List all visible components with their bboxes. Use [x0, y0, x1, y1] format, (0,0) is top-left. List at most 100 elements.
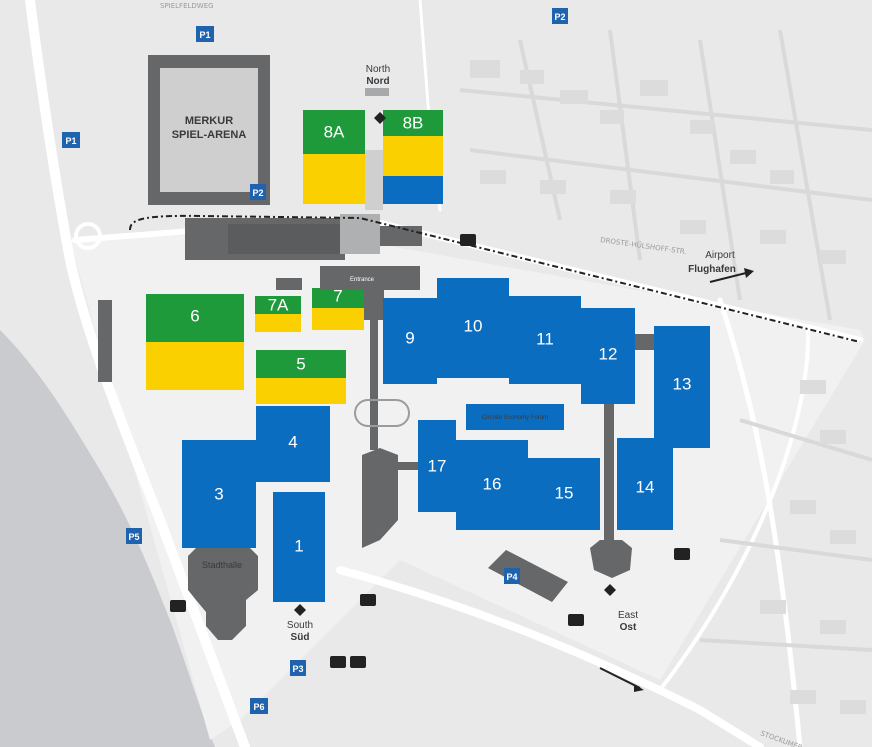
arena-name-line2: SPIEL-ARENA	[172, 129, 247, 141]
east-entrance-icon	[604, 584, 616, 596]
hall-8b-lower	[383, 176, 443, 204]
svg-text:P1: P1	[65, 136, 76, 146]
hall-7[interactable]	[312, 288, 364, 308]
parking-p4[interactable]: P4	[504, 568, 520, 584]
forum-label: Circular Economy Forum	[482, 415, 548, 421]
hall-3[interactable]	[182, 440, 256, 548]
parking-p1-left[interactable]: P1	[62, 132, 80, 148]
hall-7a-label: 7A	[268, 296, 289, 315]
east-road-arrow-head	[634, 684, 644, 692]
parking-p5[interactable]: P5	[126, 528, 142, 544]
hall-6-lower	[146, 342, 244, 390]
hall-7-lower	[312, 308, 364, 330]
hall-7a-lower	[255, 314, 301, 332]
hall-11[interactable]	[509, 296, 581, 384]
hall-17-label: 17	[428, 457, 447, 476]
hall-4[interactable]	[256, 406, 330, 482]
east-road-arrow-icon	[599, 667, 641, 689]
hall-14-label: 14	[636, 478, 655, 497]
svg-text:P6: P6	[253, 702, 264, 712]
hall-8a-label: 8A	[324, 123, 345, 142]
hall-10-label: 10	[464, 317, 483, 336]
arena-inner	[160, 68, 258, 192]
circular-economy-forum[interactable]	[466, 404, 564, 430]
airport-label-en: Airport	[705, 250, 735, 261]
svg-text:P2: P2	[252, 188, 263, 198]
hall-12[interactable]	[581, 308, 635, 404]
entrance-small-label: Entrance	[350, 277, 375, 283]
svg-text:P4: P4	[506, 572, 517, 582]
north-entrance-icon	[374, 112, 386, 124]
west-building	[98, 300, 112, 382]
arena-name-line1: MERKUR	[185, 115, 233, 127]
hall-5-lower	[256, 378, 346, 404]
central-corridor	[370, 320, 378, 450]
south-label-de: Süd	[291, 632, 310, 643]
central-building	[362, 448, 398, 548]
hall-12-label: 12	[599, 345, 618, 364]
hall-5[interactable]	[256, 350, 346, 378]
airport-rail-line	[129, 214, 861, 343]
south-entrance-icon	[294, 604, 306, 616]
hall-9[interactable]	[383, 298, 437, 384]
east-label-de: Ost	[620, 622, 637, 633]
street-label-spielfeldweg: SPIELFELDWEG	[160, 2, 214, 10]
hall-15-label: 15	[555, 484, 574, 503]
hall-6[interactable]	[146, 294, 244, 342]
svg-text:P2: P2	[554, 12, 565, 22]
hall-8b[interactable]	[383, 110, 443, 136]
entrance-corridor	[364, 280, 384, 320]
hall-1-label: 1	[294, 537, 303, 556]
hall-14[interactable]	[617, 438, 673, 530]
hall-9-label: 9	[405, 329, 414, 348]
parking-p3[interactable]: P3	[290, 660, 306, 676]
hall-8a[interactable]	[303, 110, 365, 154]
stadthalle[interactable]	[188, 548, 258, 640]
hall-10[interactable]	[437, 278, 509, 378]
svg-text:P3: P3	[292, 664, 303, 674]
hall-17[interactable]	[418, 420, 456, 512]
north-entrance-marker	[365, 88, 389, 96]
north-connector	[340, 214, 380, 254]
hall-3-label: 3	[214, 485, 223, 504]
north-connector-2	[380, 226, 422, 246]
roundabout	[354, 399, 410, 427]
parking-p2-top[interactable]: P2	[552, 8, 568, 24]
street-label-droste: DROSTE-HÜLSHOFF-STR.	[600, 235, 687, 256]
parking-p1-top[interactable]: P1	[196, 26, 214, 42]
hall-7-label: 7	[333, 287, 342, 306]
hall-16[interactable]	[456, 440, 528, 530]
svg-text:P5: P5	[128, 532, 139, 542]
hall-8b-mid	[383, 136, 443, 176]
south-label-en: South	[287, 620, 313, 631]
airport-arrow-icon	[709, 271, 751, 283]
hall-6-label: 6	[190, 307, 199, 326]
hall-1[interactable]	[273, 492, 325, 602]
north-label-de: Nord	[366, 76, 389, 87]
bus-stop-icons	[170, 234, 690, 668]
hall-16-label: 16	[483, 475, 502, 494]
small-building	[276, 278, 302, 290]
stadthalle-label: Stadthalle	[202, 560, 242, 570]
hall-15[interactable]	[528, 458, 600, 530]
hall-7a[interactable]	[255, 296, 301, 314]
hall-13-label: 13	[673, 375, 692, 394]
svg-text:P1: P1	[199, 30, 210, 40]
river-area	[0, 330, 215, 747]
hall-4-label: 4	[288, 433, 297, 452]
connector-12-east	[604, 404, 614, 544]
east-label-en: East	[618, 610, 638, 621]
parking-garage-east	[488, 550, 568, 602]
hall-8b-label: 8B	[403, 114, 424, 133]
connector-17	[398, 462, 418, 470]
parking-p2-arena[interactable]: P2	[250, 184, 266, 200]
hall-8a-lower	[303, 154, 365, 204]
airport-label-de: Flughafen	[688, 264, 736, 275]
hall-11-label: 11	[536, 330, 554, 349]
hall-13[interactable]	[654, 326, 710, 448]
parking-p6[interactable]: P6	[250, 698, 268, 714]
east-entrance-building	[590, 540, 632, 578]
connector-12-13	[635, 334, 654, 350]
